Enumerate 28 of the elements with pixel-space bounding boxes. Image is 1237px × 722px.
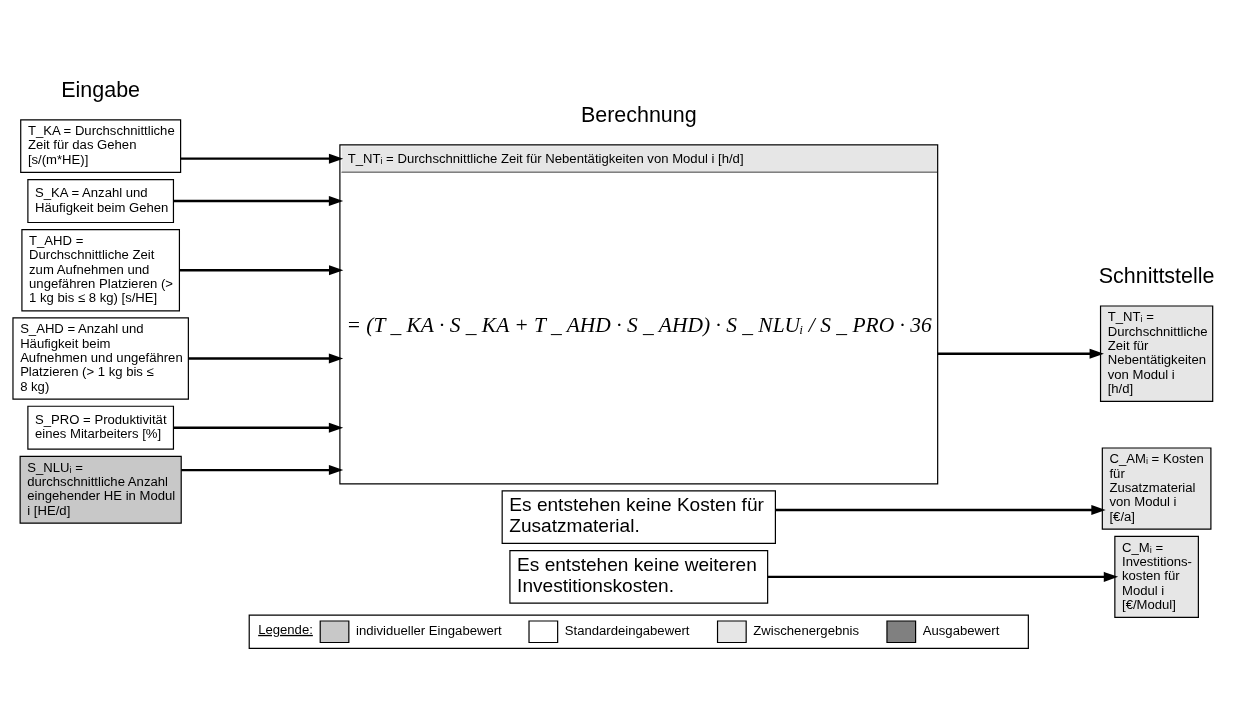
node-box: S_KA = Anzahl und Häufigkeit beim Gehen <box>27 178 175 223</box>
node-box: S_PRO = Produktivität eines Mitarbeiters [%] <box>27 405 175 450</box>
node-box: T_KA = Durchschnittliche Zeit für das Gehen [s/(m*HE)] <box>20 118 182 173</box>
node-box: Es entstehen keine Kosten für Zusatzmaterial. <box>501 489 776 544</box>
arrow <box>173 422 344 433</box>
legend-label: Zwischenergebnis <box>753 622 859 638</box>
label: Legende: <box>258 621 313 637</box>
legend-label: individueller Eingabewert <box>356 622 502 638</box>
node-box: S_AHD = Anzahl und Häufigkeit beim Aufnehmen und ungefähren Platzieren (> 1 kg bis ≤ 8 kg) <box>12 316 189 400</box>
node-box: C_Mᵢ = Investitions- kosten für Modul i [€/Modul] <box>1114 535 1199 618</box>
node-box: S_NLUᵢ = durchschnittliche Anzahl eingehender HE in Modul i [HE/d] <box>19 455 182 524</box>
arrow <box>188 353 344 364</box>
node-box: Es entstehen keine weiteren Investitionskosten. <box>509 549 769 604</box>
node-box: C_AMᵢ = Kosten für Zusatzmaterial von Modul i [€/a] <box>1101 446 1212 530</box>
arrow <box>173 195 344 206</box>
arrow <box>767 571 1119 582</box>
arrow <box>775 504 1106 515</box>
node-box: T_AHD = Durchschnittliche Zeit zum Aufnehmen und ungefähren Platzieren (> 1 kg bis ≤ 8 kg) [s/HE] <box>21 228 180 311</box>
arrow <box>180 153 344 164</box>
legend-label: Standardeingabewert <box>564 622 690 638</box>
node-box: T_NTᵢ = Durchschnittliche Zeit für Nebentätigkeiten von Modul i [h/d] <box>1099 304 1214 402</box>
label: Eingabe <box>61 77 141 101</box>
arrow <box>937 348 1104 359</box>
label: Schnittstelle <box>1098 263 1215 288</box>
legend-label: Ausgabewert <box>922 622 1000 638</box>
arrow <box>179 264 344 275</box>
arrow <box>181 464 344 475</box>
label: Berechnung <box>580 102 697 127</box>
